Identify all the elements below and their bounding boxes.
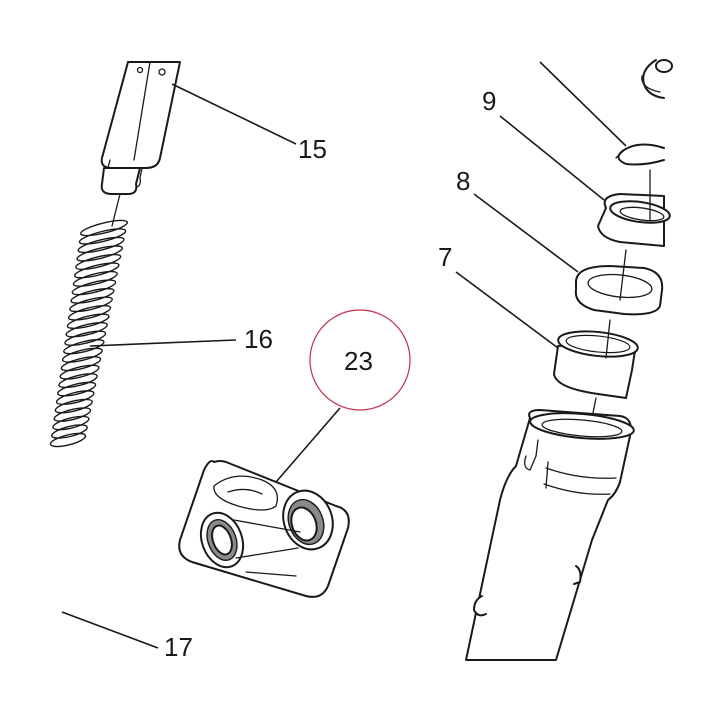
callout-9: 9	[482, 86, 496, 116]
leader-upper	[539, 61, 627, 147]
spring-coil	[73, 262, 120, 279]
leader-23	[275, 407, 341, 483]
part-upper-cap[interactable]	[641, 59, 673, 99]
spring-coil	[52, 415, 90, 431]
callout-23: 23	[344, 346, 373, 376]
spring-coil	[57, 381, 97, 397]
callout-7: 7	[438, 242, 452, 272]
spring-coil	[69, 296, 113, 313]
part-16-spring[interactable]	[49, 217, 129, 449]
spring-coil	[70, 287, 115, 304]
leader-17	[61, 611, 159, 649]
spring-coil	[53, 407, 92, 422]
spring-coil	[76, 245, 124, 262]
leader-7	[455, 271, 559, 349]
spring-coil	[59, 364, 100, 380]
spring-coil	[64, 330, 107, 346]
callout-17: 17	[164, 632, 193, 662]
part-23-seal-kit[interactable]	[178, 460, 350, 598]
part-15-damper-rod[interactable]	[100, 61, 181, 227]
spring-coil	[65, 322, 108, 338]
part-7-bushing[interactable]	[553, 319, 639, 429]
spring-coil	[72, 270, 118, 287]
part-8-washer[interactable]	[574, 249, 664, 316]
spring-coil	[67, 304, 112, 321]
callout-15: 15	[298, 134, 327, 164]
spring-coil	[58, 373, 98, 389]
leader-9	[499, 115, 605, 201]
spring-coil	[78, 228, 127, 245]
spring-coil	[60, 356, 102, 372]
leader-15	[171, 83, 297, 145]
spring-coil	[66, 313, 110, 330]
spring-coil	[75, 253, 122, 271]
leader-16	[89, 339, 237, 347]
part-fork-outer-tube[interactable]	[465, 409, 635, 661]
spring-coil	[61, 347, 103, 363]
spring-coil	[51, 424, 88, 439]
callout-16: 16	[244, 324, 273, 354]
spring-coil	[54, 398, 93, 414]
leader-8	[473, 193, 579, 273]
part-circlip[interactable]	[615, 143, 665, 166]
spring-coil	[49, 432, 87, 448]
spring-coil	[63, 339, 105, 355]
callout-8: 8	[456, 166, 470, 196]
part-9-oil-seal[interactable]	[597, 169, 671, 247]
spring-coil	[55, 390, 95, 406]
spring-coil	[79, 219, 129, 237]
callout-23-highlight-circle	[309, 309, 411, 411]
spring-coil	[71, 279, 117, 296]
spring-coil	[77, 236, 125, 254]
